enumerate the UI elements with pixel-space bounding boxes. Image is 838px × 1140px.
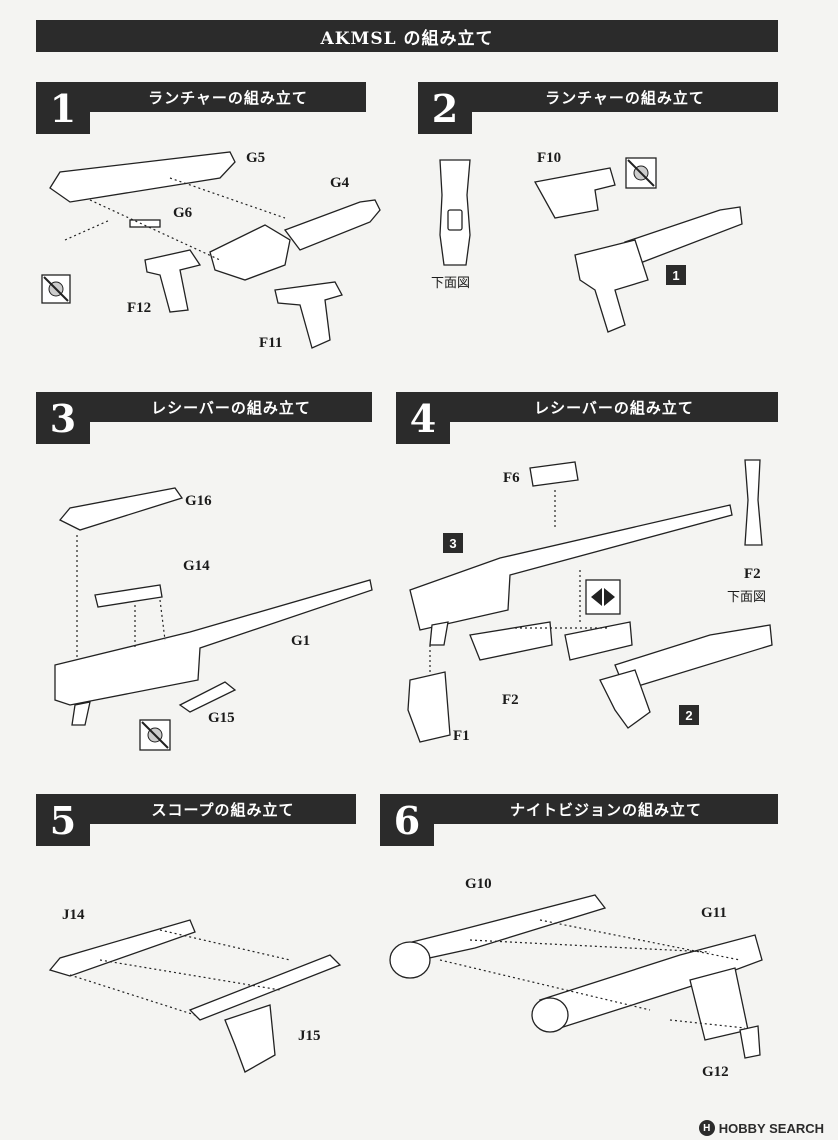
step-3-heading: レシーバーの組み立て: [90, 392, 372, 422]
label-f2: F2: [502, 692, 519, 708]
no-glue-icon: [41, 274, 71, 304]
label-g6: G6: [173, 205, 193, 221]
label-f11: F11: [259, 335, 283, 351]
part-g5: [49, 151, 236, 203]
part-f2-bottom-view: [744, 459, 763, 546]
page-title: AKMSL の組み立て: [36, 20, 778, 52]
part-g1-grip: [71, 701, 91, 726]
part-f11: [274, 281, 343, 349]
step-5-diagram: [48, 919, 342, 1073]
part-g4-body: [209, 224, 291, 281]
label-f12: F12: [127, 300, 152, 316]
part-launcher-grip: [599, 669, 651, 729]
label-bottom-view-2: 下面図: [727, 590, 767, 605]
step-6-header: 6 ナイトビジョンの組み立て: [380, 794, 778, 846]
step-5-heading: スコープの組み立て: [90, 794, 356, 824]
part-g11-body: [689, 967, 749, 1041]
label-bottom-view: 下面図: [431, 276, 471, 291]
part-g4-barrel: [283, 199, 381, 251]
footer-brand: H HOBBY SEARCH: [698, 1120, 824, 1136]
ref-badge-2: 2: [679, 705, 699, 725]
no-glue-icon: [625, 157, 657, 189]
part-j15-scope: [188, 954, 342, 1021]
step-4-diagram: [407, 459, 773, 743]
part-g15: [178, 681, 237, 713]
part-receiver-grip: [429, 621, 449, 646]
part-launcher-body: [574, 239, 649, 333]
part-j14: [48, 919, 196, 977]
label-g14: G14: [183, 558, 210, 574]
label-f1: F1: [453, 728, 470, 744]
label-f2-bottom: F2: [744, 566, 761, 582]
part-g16: [58, 487, 184, 531]
step-4-header: 4 レシーバーの組み立て: [396, 392, 778, 444]
page-title-text: AKMSL の組み立て: [320, 28, 494, 49]
part-f2-left: [469, 621, 553, 661]
label-g11: G11: [701, 905, 727, 921]
step-4-heading: レシーバーの組み立て: [450, 392, 778, 422]
footer-brand-text: HOBBY SEARCH: [718, 1120, 824, 1136]
part-f6: [529, 461, 579, 487]
part-g12: [739, 1025, 761, 1059]
label-g12: G12: [702, 1064, 729, 1080]
label-j15: J15: [298, 1028, 321, 1044]
flip-arrows-icon: [585, 579, 621, 615]
ref-badge-3: 3: [443, 533, 463, 553]
step-2-diagram: [439, 157, 743, 333]
part-j15-mount: [224, 1004, 276, 1073]
label-g5: G5: [246, 150, 266, 166]
part-receiver: [409, 504, 733, 631]
step-5-number: 5: [36, 794, 90, 846]
part-f10: [533, 167, 616, 219]
part-g14: [94, 584, 163, 608]
label-j14: J14: [62, 907, 85, 923]
step-2-number: 2: [418, 82, 472, 134]
step-5-header: 5 スコープの組み立て: [36, 794, 356, 846]
label-f6: F6: [503, 470, 520, 486]
step-6-number: 6: [380, 794, 434, 846]
part-launcher-barrel: [624, 206, 743, 266]
label-g1: G1: [291, 633, 311, 649]
step-3-diagram: [54, 487, 373, 751]
step-4-number: 4: [396, 392, 450, 444]
label-g15: G15: [208, 710, 235, 726]
label-g10: G10: [465, 876, 492, 892]
step-3-number: 3: [36, 392, 90, 444]
step-1-heading: ランチャーの組み立て: [90, 82, 366, 112]
step-2-heading: ランチャーの組み立て: [472, 82, 778, 112]
step-6-heading: ナイトビジョンの組み立て: [434, 794, 778, 824]
ref-badge-1: 1: [666, 265, 686, 285]
hobby-search-logo-icon: H: [698, 1120, 715, 1136]
part-f2-right: [564, 621, 633, 661]
step-1-header: 1 ランチャーの組み立て: [36, 82, 366, 134]
part-g1: [54, 579, 373, 706]
part-f1: [407, 671, 451, 743]
part-g10: [398, 894, 607, 961]
part-f12: [144, 249, 202, 313]
label-f10: F10: [537, 150, 562, 166]
step-6-diagram: [389, 894, 763, 1059]
step-1-number: 1: [36, 82, 90, 134]
step-1-diagram: [41, 151, 381, 349]
label-g16: G16: [185, 493, 212, 509]
no-glue-icon: [139, 719, 171, 751]
part-g6: [129, 219, 161, 228]
label-g4: G4: [330, 175, 350, 191]
step-2-header: 2 ランチャーの組み立て: [418, 82, 778, 134]
step-3-header: 3 レシーバーの組み立て: [36, 392, 372, 444]
